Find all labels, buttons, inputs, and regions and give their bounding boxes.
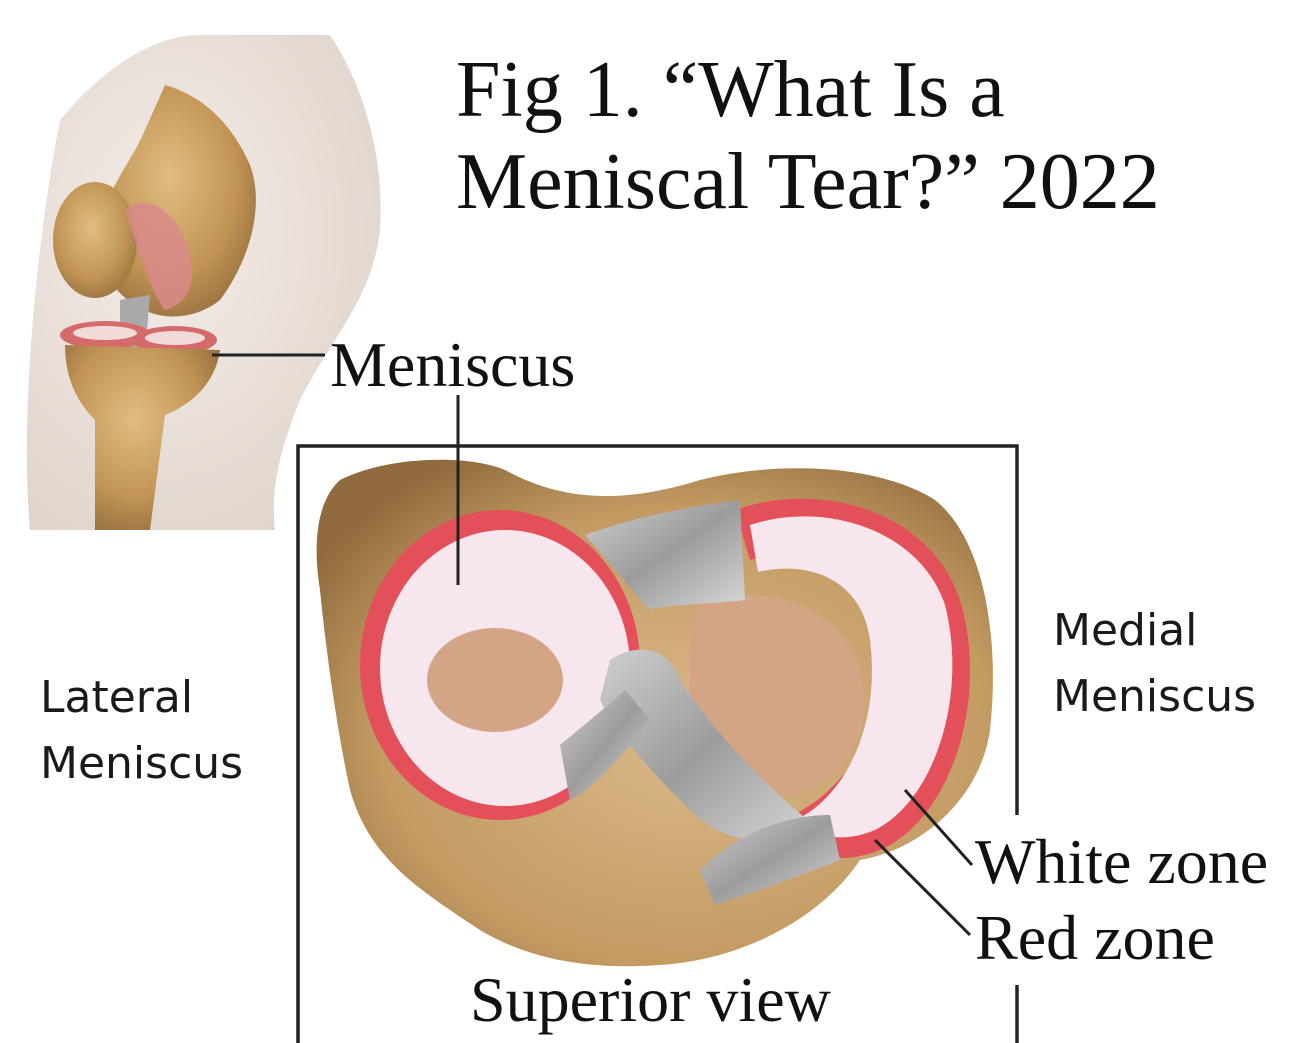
figure-title-line2: Meniscal Tear?” 2022 [456,136,1160,228]
red-zone-label: Red zone [975,902,1215,974]
figure-title: Fig 1. “What Is a Meniscal Tear?” 2022 [456,44,1160,228]
superior-view-label: Superior view [470,962,831,1038]
meniscus-label: Meniscus [330,328,575,402]
medial-meniscus-label-line2: Meniscus [1053,664,1256,730]
medial-meniscus-label-line1: Medial [1053,598,1256,664]
lateral-meniscus-label-line2: Meniscus [40,731,243,797]
lateral-meniscus-label-line1: Lateral [40,665,243,731]
knee-side-view [27,35,381,530]
lateral-meniscus-label: Lateral Meniscus [40,665,243,797]
red-zone-pointer-line [875,840,970,935]
lateral-tibial-cartilage [427,628,563,732]
white-zone-label: White zone [975,826,1268,898]
medial-meniscus-label: Medial Meniscus [1053,598,1256,730]
figure-title-line1: Fig 1. “What Is a [456,44,1160,136]
patella-bone [53,182,137,298]
tibial-plateau [317,460,993,966]
